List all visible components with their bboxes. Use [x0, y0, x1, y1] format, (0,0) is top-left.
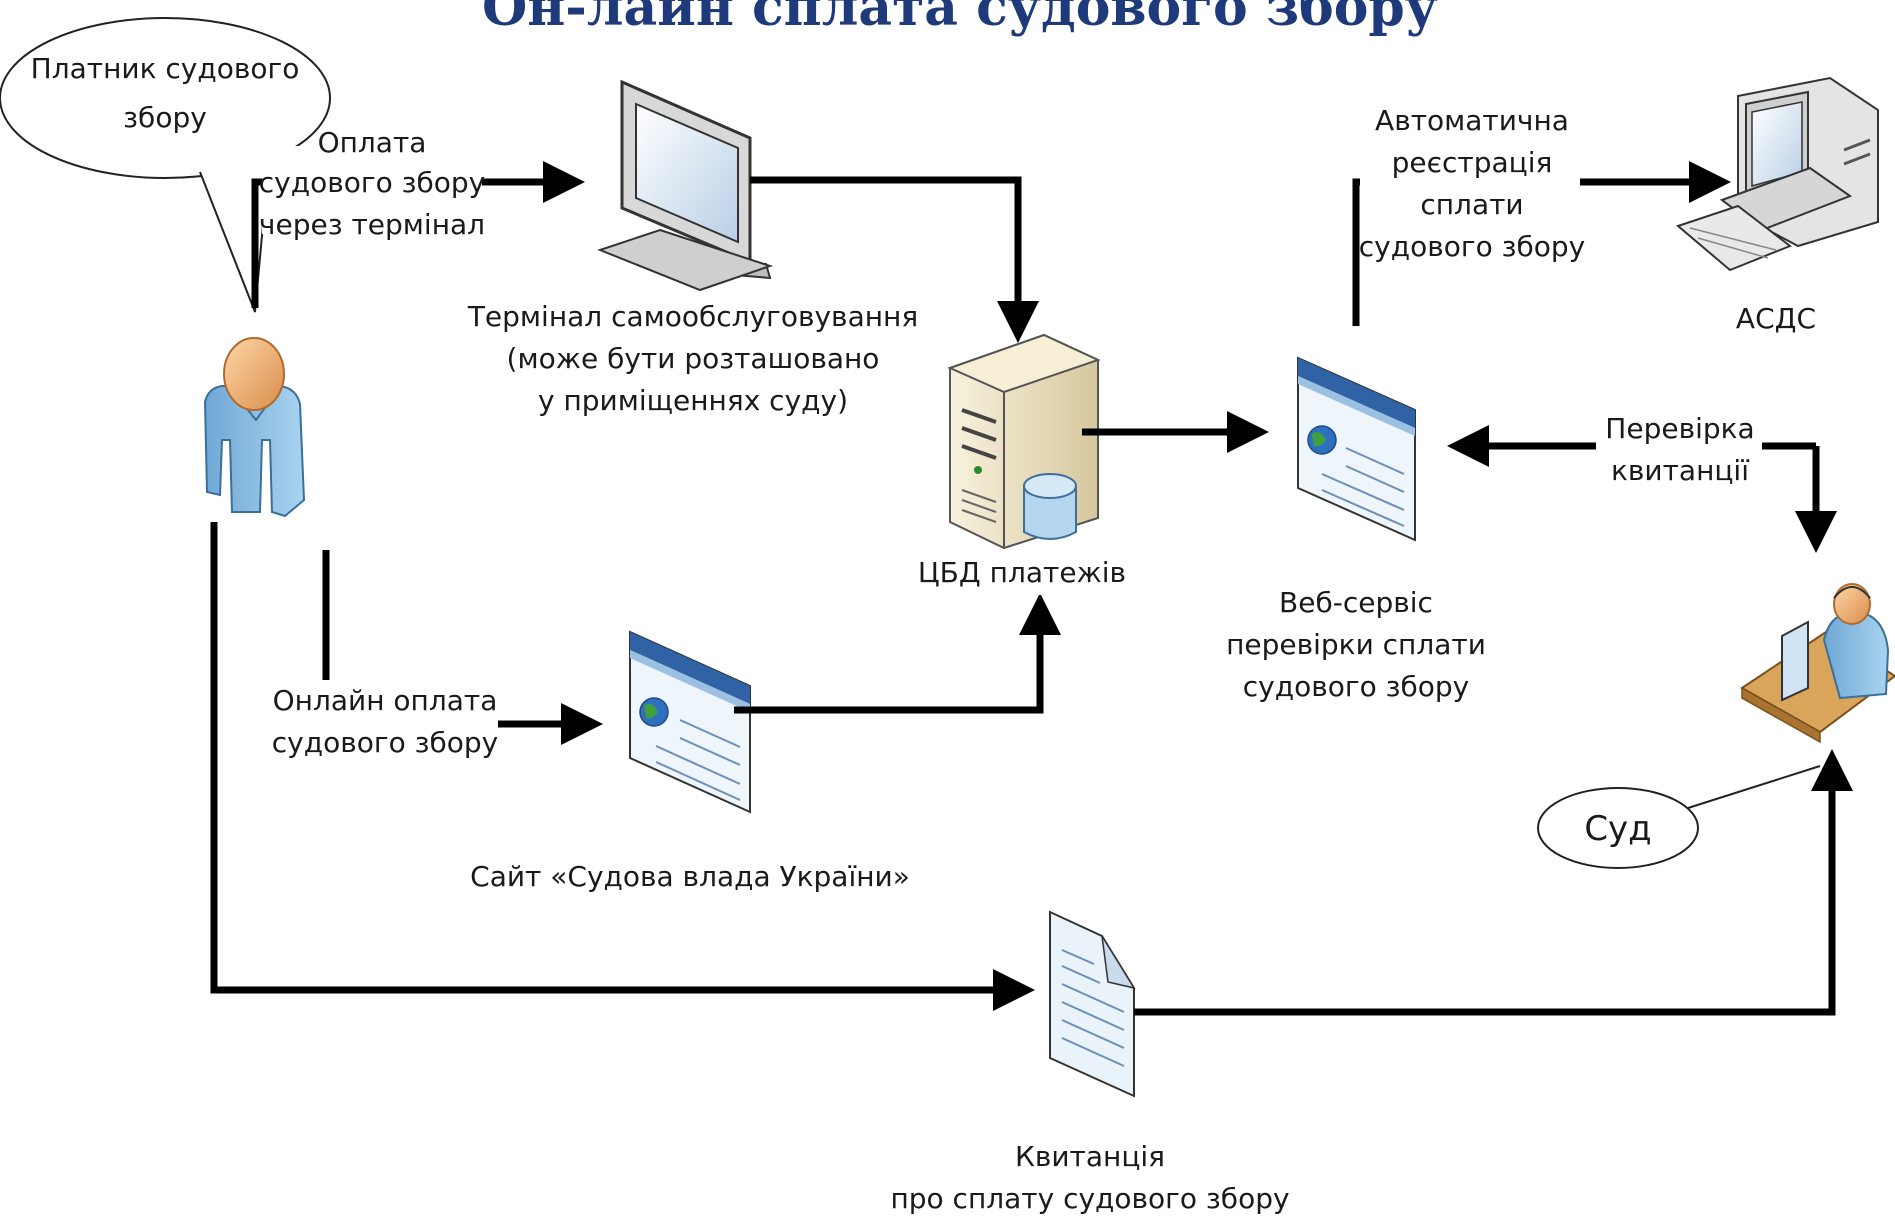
svg-text:Автоматична: Автоматична: [1375, 104, 1569, 137]
payer-bubble-line2: збору: [123, 101, 207, 134]
svg-text:судового збору: судового збору: [259, 166, 485, 199]
svg-text:судового збору: судового збору: [1359, 230, 1585, 263]
arrow-terminal-to-db: [750, 176, 1039, 343]
label-online-pay: Онлайн оплата судового збору: [272, 684, 498, 759]
arrow-receipt-to-court: [1134, 749, 1853, 1016]
label-site: Сайт «Судова влада України»: [470, 860, 910, 893]
svg-text:судового збору: судового збору: [272, 726, 498, 759]
label-auto-reg: Автоматична реєстрація сплати судового з…: [1359, 100, 1585, 268]
svg-text:ЦБД платежів: ЦБД платежів: [918, 556, 1126, 589]
svg-text:АСДС: АСДС: [1736, 302, 1816, 335]
svg-text:через термінал: через термінал: [259, 208, 485, 241]
arrow-site-to-db: [734, 593, 1061, 714]
web-service-icon: [1297, 356, 1416, 542]
svg-text:про сплату судового збору: про сплату судового збору: [890, 1182, 1289, 1215]
svg-text:у приміщеннях суду): у приміщеннях суду): [538, 384, 848, 417]
court-bubble: Суд: [1537, 765, 1821, 869]
flow-arrows: [210, 161, 1853, 1016]
label-receipt: Квитанція про сплату судового збору: [890, 1140, 1289, 1215]
payer-bubble: Платник судового збору: [0, 17, 331, 313]
svg-text:Веб-сервіс: Веб-сервіс: [1279, 586, 1433, 619]
label-check-receipt: Перевірка квитанції: [1596, 410, 1762, 492]
arrow-payer-to-receipt: [210, 522, 1035, 1011]
payer-bubble-line1: Платник судового: [31, 52, 300, 85]
label-asds: АСДС: [1736, 302, 1816, 335]
svg-text:реєстрація: реєстрація: [1392, 146, 1553, 179]
svg-text:Сайт «Судова влада України»: Сайт «Судова влада України»: [470, 860, 910, 893]
svg-text:Оплата: Оплата: [318, 126, 427, 159]
person-icon: [203, 337, 306, 518]
svg-text:квитанції: квитанції: [1611, 454, 1749, 487]
database-server-icon: [947, 333, 1101, 550]
label-edge-terminal: Оплата судового збору через термінал: [259, 126, 485, 241]
svg-text:Онлайн оплата: Онлайн оплата: [273, 684, 498, 717]
svg-text:Перевірка: Перевірка: [1605, 412, 1754, 445]
label-db: ЦБД платежів: [918, 555, 1130, 595]
svg-text:(може бути розташовано: (може бути розташовано: [507, 342, 880, 375]
arrow-webservice-to-asds: [1352, 161, 1731, 326]
website-icon: [629, 630, 751, 814]
svg-text:судового збору: судового збору: [1243, 670, 1469, 703]
svg-text:Термінал самообслуговування: Термінал самообслуговування: [467, 300, 918, 333]
svg-text:перевірки сплати: перевірки сплати: [1226, 628, 1486, 661]
receipt-document-icon: [1049, 910, 1136, 1098]
court-bubble-label: Суд: [1584, 809, 1651, 849]
svg-text:сплати: сплати: [1420, 188, 1523, 221]
court-operator-icon: [1740, 583, 1895, 744]
terminal-monitor-icon: [597, 79, 774, 292]
svg-text:Квитанція: Квитанція: [1015, 1140, 1165, 1173]
label-webservice: Веб-сервіс перевірки сплати судового збо…: [1226, 586, 1486, 703]
asds-computer-icon: [1675, 76, 1879, 272]
diagram-title: Он-лайн сплата судового збору: [482, 0, 1438, 38]
label-terminal: Термінал самообслуговування (може бути р…: [467, 300, 918, 417]
